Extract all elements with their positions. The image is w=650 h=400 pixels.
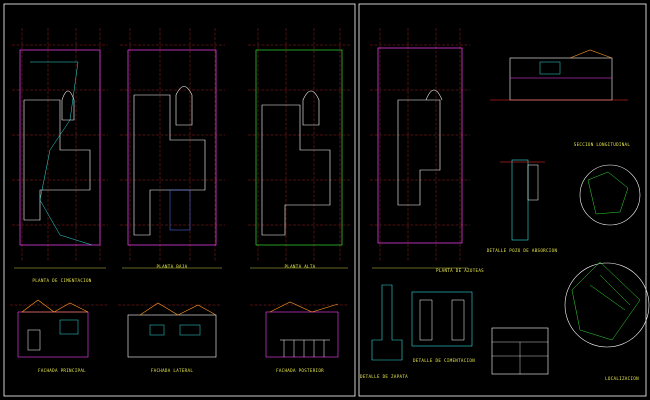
plan-4-roof-outline	[397, 99, 441, 206]
facade-3-portico	[280, 339, 330, 357]
facade-principal: FACHADA PRINCIPAL	[10, 299, 108, 373]
plan-1-outline	[19, 49, 101, 246]
plan-azoteas: PLANTA DE AZOTEAS	[370, 28, 484, 273]
location-circle-small	[579, 164, 641, 226]
detail-zapata: DETALLE DE ZAPATA	[360, 284, 408, 379]
pozo-side	[527, 164, 539, 201]
plan-2-stair-arc	[175, 86, 193, 126]
plan-2-title: PLANTA BAJA	[156, 264, 187, 269]
plan-cimentacion: PLANTA DE CIMENTACION	[12, 28, 108, 283]
right-sheet-frame	[358, 3, 647, 397]
plan-1-stair-arc	[61, 90, 75, 121]
plan-1-drain-line	[30, 61, 93, 246]
cimentacion-wall-b	[451, 299, 465, 341]
cimentacion-wall-a	[419, 299, 433, 341]
location-circle-large	[564, 262, 650, 348]
facade-3-roof	[269, 301, 339, 313]
section-roof	[569, 49, 613, 59]
plan-1-title: PLANTA DE CIMENTACION	[32, 278, 91, 283]
plan-2-walls	[133, 94, 206, 236]
plan-planta-alta: PLANTA ALTA	[248, 28, 350, 269]
plan-3-walls	[261, 104, 331, 236]
section-title: SECCION LONGITUDINAL	[574, 142, 631, 147]
zapata-outline	[371, 284, 403, 361]
facade-2-window	[149, 324, 165, 336]
facade-1-roof	[21, 299, 89, 313]
facade-3-title: FACHADA POSTERIOR	[276, 368, 324, 373]
plan-planta-baja: PLANTA BAJA	[120, 28, 225, 269]
location-map: LOCALIZACION	[564, 164, 650, 381]
location-blocks-small	[587, 171, 629, 215]
detail-pozo-absorcion: DETALLE POZO DE ABSORCION	[487, 159, 558, 253]
plan-2-garage	[169, 189, 191, 231]
location-title: LOCALIZACION	[605, 376, 639, 381]
pozo-title: DETALLE POZO DE ABSORCION	[487, 248, 558, 253]
facade-posterior: FACHADA POSTERIOR	[250, 301, 348, 373]
detail-cimentacion: DETALLE DE CIMENTACION	[411, 291, 475, 363]
plan-3-axis-grid	[248, 28, 350, 262]
facade-lateral: FACHADA LATERAL	[118, 302, 222, 373]
section-window	[539, 61, 561, 75]
location-blocks-large	[571, 261, 641, 341]
facade-2-roof	[139, 302, 217, 316]
plan-3-stair-arc	[302, 90, 320, 126]
facade-2-body	[127, 314, 217, 358]
cimentacion-outline	[411, 291, 473, 347]
facade-1-window	[59, 319, 79, 335]
facade-1-door	[27, 329, 41, 351]
cimentacion-title: DETALLE DE CIMENTACION	[413, 358, 475, 363]
facade-2-window-b	[179, 324, 201, 336]
plan-4-dome	[425, 89, 443, 101]
plan-3-outline	[255, 49, 343, 246]
facade-1-title: FACHADA PRINCIPAL	[38, 368, 86, 373]
left-sheet-frame	[3, 3, 356, 397]
plan-4-axis-grid	[370, 28, 470, 262]
plan-4-title: PLANTA DE AZOTEAS	[436, 268, 484, 273]
plan-3-title: PLANTA ALTA	[284, 264, 315, 269]
title-block	[491, 327, 549, 375]
facade-2-title: FACHADA LATERAL	[151, 368, 193, 373]
plan-2-outline	[127, 49, 217, 246]
plan-4-outline	[377, 47, 463, 244]
zapata-title: DETALLE DE ZAPATA	[360, 374, 408, 379]
plan-1-walls	[23, 99, 91, 221]
facade-3-body	[265, 311, 339, 358]
section-longitudinal: SECCION LONGITUDINAL	[490, 49, 631, 147]
